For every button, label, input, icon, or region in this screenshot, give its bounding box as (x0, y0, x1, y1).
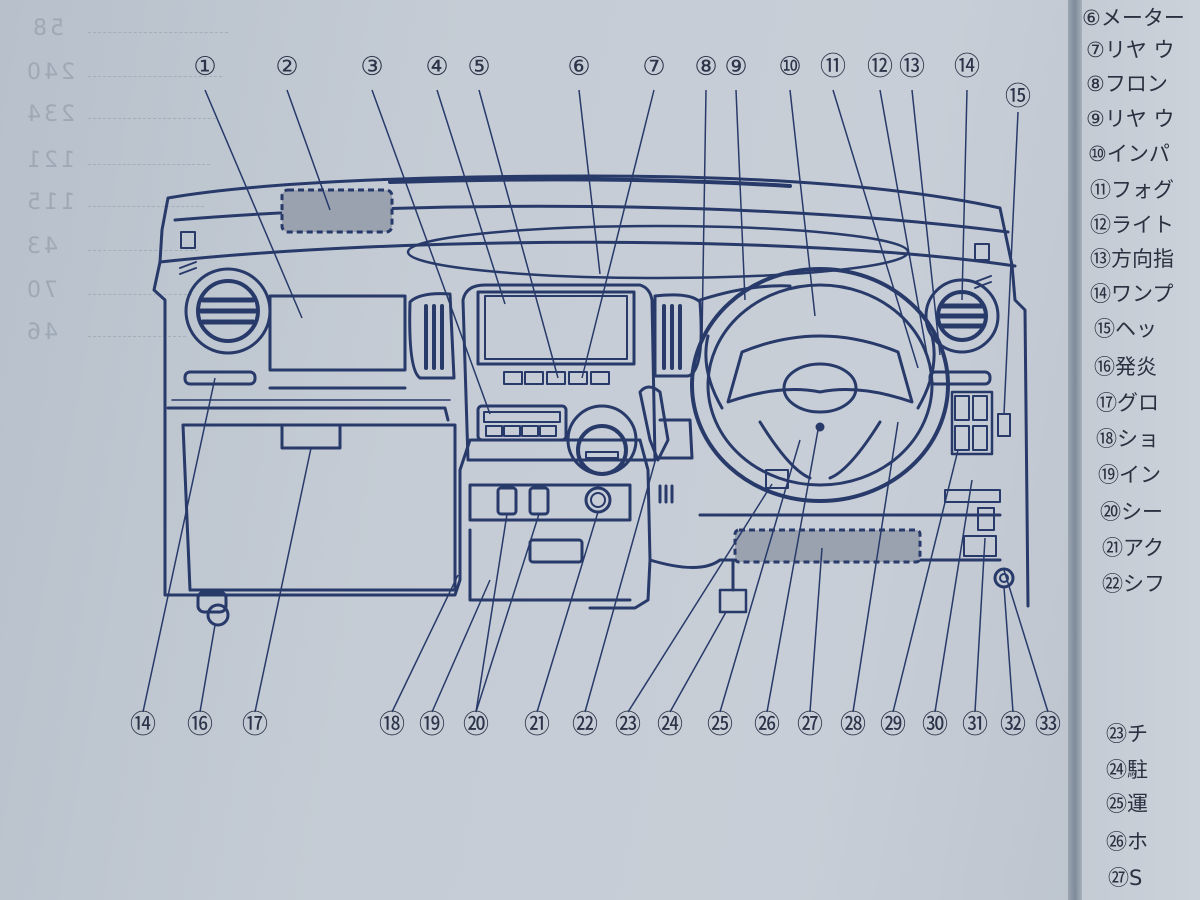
right-page-list-item: ⑲イン (1098, 463, 1161, 487)
callout-c25: ㉕ (706, 710, 734, 740)
right-page-list-item: ⑮ヘッ (1094, 317, 1157, 341)
callout-c16: ⑯ (186, 710, 214, 740)
right-page-list-item: ⑫ライト (1090, 213, 1174, 237)
callout-c15: ⑮ (1004, 82, 1032, 112)
right-page-list-item: ⑩インパ (1088, 142, 1170, 166)
right-page-list-item: ⑧フロン (1086, 72, 1168, 96)
callout-c20: ⑳ (462, 710, 490, 740)
callout-c31: ㉛ (961, 710, 989, 740)
right-page: ⑥メーター ⑦リヤ ウ ⑧フロン ⑨リヤ ウ ⑩インパ ⑪フォグ ⑫ライト ⑬方向指 ⑭ワンプ ⑮… (1082, 0, 1200, 900)
callout-c21: ㉑ (523, 710, 551, 740)
callout-c26: ㉖ (753, 710, 781, 740)
right-page-list-item: ⑬方向指 (1090, 247, 1174, 271)
callout-c14t: ⑭ (953, 52, 981, 82)
callout-c4: ④ (425, 52, 449, 82)
right-page-list-item: ㉖ホ (1106, 830, 1148, 854)
right-page-list-item: ⑭ワンプ (1090, 282, 1174, 306)
callout-c5: ⑤ (467, 52, 491, 82)
dashboard-diagram (142, 89, 1049, 713)
ghost-leader-line (88, 76, 222, 77)
callout-c7: ⑦ (642, 52, 666, 82)
book-gutter (1068, 0, 1082, 900)
callout-c6: ⑥ (567, 52, 591, 82)
right-page-list-item: ⑳シー (1100, 500, 1163, 524)
right-page-list-item: ⑥メーター (1082, 6, 1185, 30)
ghost-leader-line (88, 206, 204, 207)
callout-c24: ㉔ (656, 710, 684, 740)
right-page-list-item: ⑱ショ (1096, 427, 1159, 451)
ghost-leader-line (88, 250, 198, 251)
callout-c28: ㉘ (839, 710, 867, 740)
callout-c33: ㉝ (1034, 710, 1062, 740)
knee-airbag-area (733, 528, 922, 564)
callout-c2: ② (275, 52, 299, 82)
ghost-leader-line (88, 118, 216, 119)
right-page-list-item: ⑰グロ (1096, 391, 1159, 415)
callout-c27: ㉗ (796, 710, 824, 740)
callout-c17: ⑰ (241, 710, 269, 740)
callout-c14b: ⑭ (129, 710, 157, 740)
callout-c8: ⑧ (694, 52, 718, 82)
right-page-list-item: ⑪フォグ (1090, 178, 1174, 202)
callout-c3: ③ (360, 52, 384, 82)
right-page-list-item: ㉗S (1108, 866, 1143, 890)
dashboard-outline (152, 174, 1030, 610)
callout-c18: ⑱ (378, 710, 406, 740)
ghost-leader-line (88, 294, 192, 295)
right-page-list-item: ⑨リヤ ウ (1086, 107, 1175, 131)
callout-c32: ㉜ (999, 710, 1027, 740)
right-page-list-item: ㉒シフ (1102, 572, 1165, 596)
right-page-list-item: ㉔駐 (1106, 758, 1148, 782)
right-page-list-item: ㉕運 (1106, 792, 1148, 816)
callout-c19: ⑲ (418, 710, 446, 740)
passenger-airbag-area (280, 188, 394, 234)
callout-c30: ㉚ (921, 710, 949, 740)
ghost-leader-line (88, 32, 228, 33)
callout-c29: ㉙ (879, 710, 907, 740)
callout-c11: ⑪ (819, 52, 847, 82)
callout-c10: ⑩ (778, 52, 802, 82)
callout-c23: ㉓ (614, 710, 642, 740)
ghost-leader-line (88, 164, 210, 165)
callout-c9: ⑨ (724, 52, 748, 82)
callout-c13: ⑬ (898, 52, 926, 82)
right-page-list-item: ⑯発炎 (1094, 355, 1157, 379)
callout-c1: ① (193, 52, 217, 82)
right-page-list-item: ㉓チ (1106, 722, 1148, 746)
ghost-leader-line (88, 336, 186, 337)
right-page-list-item: ㉑アク (1102, 536, 1164, 560)
right-page-list-item: ⑦リヤ ウ (1086, 38, 1175, 62)
callout-c22: ㉒ (571, 710, 599, 740)
callout-c12: ⑫ (866, 52, 894, 82)
